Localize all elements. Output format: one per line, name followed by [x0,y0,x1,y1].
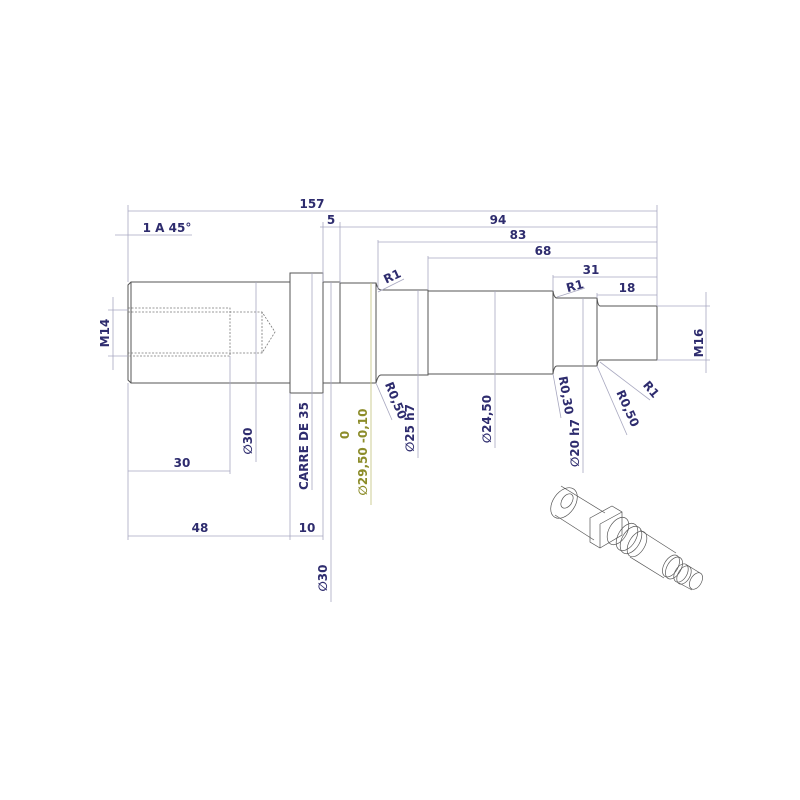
dim-94: 94 [490,213,507,227]
dim-18: 18 [619,281,636,295]
dia-30-body: ∅30 [241,428,255,455]
dimension-labels: 157 5 94 83 68 31 18 1 A 45° M14 M16 30 … [98,197,706,591]
dimension-lines [108,205,710,602]
hidden-bore [128,307,276,357]
dim-31: 31 [583,263,600,277]
dim-10: 10 [299,521,316,535]
radius-r030: R0,30 [556,375,577,416]
dim-48: 48 [192,521,209,535]
chamfer-label: 1 A 45° [143,221,192,235]
shaft-side-view [127,272,658,394]
threaded-body [127,281,291,384]
dia-20-h7: ∅20 h7 [568,419,582,467]
radius-r1-right: R1 [640,378,662,400]
thread-m16-label: M16 [692,329,706,358]
dim-83: 83 [510,228,527,242]
dia-30-collar: ∅30 [316,565,330,592]
journal-20 [552,290,598,375]
dim-157: 157 [299,197,324,211]
radius-r050-right: R0,50 [613,388,642,429]
thread-m14-label: M14 [98,319,112,348]
dia-24-5: ∅24,50 [480,395,494,443]
radius-r1-mid: R1 [565,277,586,295]
section-24-5 [427,290,554,375]
dim-30-bore: 30 [174,456,191,470]
isometric-shaft-view [550,485,703,591]
square-35-label: CARRE DE 35 [297,402,311,490]
radius-r1-left: R1 [381,266,403,286]
dim-68: 68 [535,244,552,258]
dia-29-5-seat: ∅29,50 -0,10 [356,409,370,496]
seat [339,282,377,384]
radius-r050-left: R0,50 [382,380,410,421]
square-flange [289,272,324,394]
seat-tolerance-upper: 0 [338,431,352,439]
journal-25 [375,282,429,384]
dim-5: 5 [327,213,335,227]
thread-m16 [596,297,658,367]
dia-25-h7: ∅25 h7 [403,404,417,452]
collar [322,281,341,384]
